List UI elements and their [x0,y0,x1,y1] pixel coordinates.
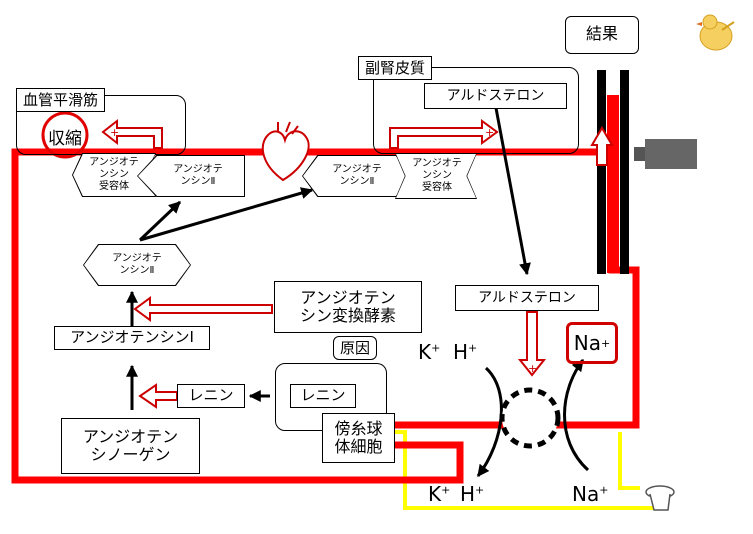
adrenal-group [373,67,579,154]
h-ion-bottom: H+ [460,482,484,506]
renin-right-box: レニン [290,384,356,408]
h-ion-top-charge: + [468,341,478,355]
cause-callout: 原因 [333,336,378,360]
plus-sign: + [528,362,537,375]
ion-exchanger [499,387,561,449]
receptor-right-inner [396,154,476,198]
ang2-left: アンジオテ ンシンⅡ [173,164,223,187]
h-ion-bottom-text: H [460,482,476,506]
h-ion-bottom-charge: + [475,483,485,497]
na-ion-bottom-text: Na [572,482,600,506]
contraction-highlight [41,111,89,159]
result-label: 結果 [565,16,639,54]
na-ion-bottom: Na+ [572,482,608,506]
contraction-label: 収縮 [48,129,82,149]
k-ion-top: K+ [418,340,440,364]
ang2-mid: アンジオテ ンシンⅡ [112,253,162,276]
na-ion-top-text: Na [573,331,601,355]
k-ion-top-charge: + [431,341,441,355]
aldosterone-mid-box: アルドステロン [455,285,599,311]
k-ion-bottom-text: K [428,482,442,506]
vessel-tube [597,70,629,274]
angiotensinogen-box: アンジオテン シノーゲン [61,418,200,474]
ang1-box: アンジオテンシンⅠ [54,326,210,350]
adrenal-cortex-label: 副腎皮質 [358,56,433,80]
k-ion-top-text: K [418,340,432,364]
toilet-icon [645,485,675,511]
camera-icon [634,139,697,169]
k-ion-bottom: K+ [428,482,450,506]
na-ion-top: Na+ [566,322,618,364]
heart-icon [261,121,310,182]
ang2-right-inner [303,156,411,196]
plus-sign: + [110,126,119,139]
plus-sign: + [485,126,494,139]
chick-icon [696,14,735,51]
h-ion-top-text: H [453,340,469,364]
jg-cells-box: 傍糸球 体細胞 [322,413,395,463]
ang2-left-inner [138,156,244,196]
na-ion-bottom-charge: + [599,483,609,497]
h-ion-top: H+ [453,340,477,364]
vascular-smooth-muscle-label: 血管平滑筋 [16,88,106,112]
ace-box: アンジオテン シン変換酵素 [274,281,422,333]
hollow-arrows [101,118,614,409]
renin-left-box: レニン [177,384,245,408]
aldosterone-top-box: アルドステロン [424,83,567,109]
ang2-right: アンジオテ ンシンⅡ [332,164,382,187]
na-ion-top-charge: + [601,336,611,350]
receptor-left-text: アンジオテ ンシン 受容体 [89,157,139,192]
k-ion-bottom-charge: + [441,483,451,497]
ang2-mid-inner [84,245,190,285]
receptor-right: アンジオテ ンシン 受容体 [412,158,462,193]
